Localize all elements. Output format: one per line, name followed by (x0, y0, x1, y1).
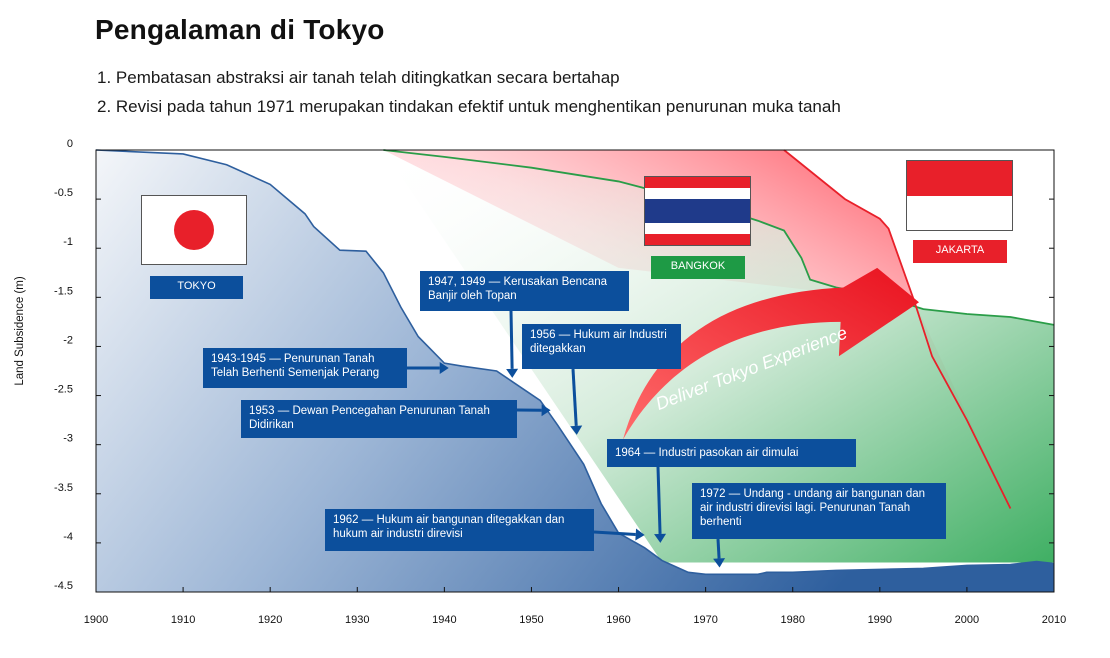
japan-flag (141, 195, 247, 265)
y-tick-label: -3 (63, 433, 73, 445)
deliver-arrow (622, 267, 920, 440)
x-tick-label: 1980 (780, 614, 804, 626)
y-tick-label: -3.5 (54, 482, 73, 494)
annotation-arrowhead-0 (439, 362, 449, 375)
x-tick-label: 1990 (868, 614, 892, 626)
x-tick-label: 2000 (955, 614, 979, 626)
tokyo-line (95, 149, 1055, 576)
annotation-arrow-4 (656, 466, 662, 534)
page-title: Pengalaman di Tokyo (95, 14, 385, 45)
annotation-1947: 1947, 1949 — Kerusakan Bencana Banjir ol… (420, 271, 629, 311)
y-tick-label: 0 (67, 138, 73, 150)
y-tick-label: -0.5 (54, 187, 73, 199)
x-tick-label: 2010 (1042, 614, 1066, 626)
x-tick-label: 1950 (519, 614, 543, 626)
y-tick-label: -4.5 (54, 580, 73, 592)
y-tick-label: -1.5 (54, 285, 73, 297)
thailand-flag (644, 176, 751, 246)
annotation-arrow-2 (571, 368, 578, 426)
annotation-1962: 1962 — Hukum air bangunan ditegakkan dan… (325, 509, 594, 551)
x-tick-label: 1910 (171, 614, 195, 626)
annotation-arrow-6 (716, 538, 721, 559)
x-tick-label: 1970 (693, 614, 717, 626)
y-tick-label: -4 (63, 531, 73, 543)
annotation-arrowhead-3 (541, 404, 551, 417)
x-tick-label: 1930 (345, 614, 369, 626)
y-tick-label: -1 (63, 236, 73, 248)
annotation-arrow-5 (593, 530, 636, 536)
y-tick-label: -2 (63, 334, 73, 346)
y-axis-label: Land Subsidence (m) (14, 276, 26, 385)
bangkok-line (383, 149, 1055, 326)
point-2: 2. Revisi pada tahun 1971 merupakan tind… (97, 97, 841, 116)
bangkok-label: BANGKOK (651, 256, 745, 279)
annotation-arrowhead-6 (713, 558, 726, 568)
jakarta-line (783, 149, 1012, 509)
tokyo-area (96, 150, 1054, 592)
plot-frame (95, 149, 1055, 593)
annotation-1953: 1953 — Dewan Pencegahan Penurunan Tanah … (241, 400, 517, 438)
annotation-arrow-1 (509, 310, 514, 369)
x-tick-label: 1940 (432, 614, 456, 626)
point-1: 1. Pembatasan abstraksi air tanah telah … (97, 68, 620, 87)
japan-flag-sun-icon (174, 210, 214, 250)
annotation-arrowhead-2 (570, 425, 583, 435)
bangkok-area (383, 150, 1054, 563)
annotation-1964: 1964 — Industri pasokan air dimulai (607, 439, 856, 467)
annotation-1972: 1972 — Undang - undang air bangunan dan … (692, 483, 946, 539)
y-tick-label: -2.5 (54, 384, 73, 396)
tokyo-label: TOKYO (150, 276, 243, 299)
jakarta-label: JAKARTA (913, 240, 1007, 263)
annotation-arrowhead-4 (654, 533, 667, 543)
x-tick-label: 1920 (258, 614, 282, 626)
annotation-1943: 1943-1945 — Penurunan Tanah Telah Berhen… (203, 348, 407, 388)
jakarta-area (383, 150, 1011, 509)
annotation-arrowhead-5 (635, 528, 645, 541)
x-tick-label: 1960 (606, 614, 630, 626)
x-tick-label: 1900 (84, 614, 108, 626)
annotation-1956: 1956 — Hukum air Industri ditegakkan (522, 324, 681, 369)
annotation-arrowhead-1 (506, 368, 519, 378)
indonesia-flag (906, 160, 1013, 231)
